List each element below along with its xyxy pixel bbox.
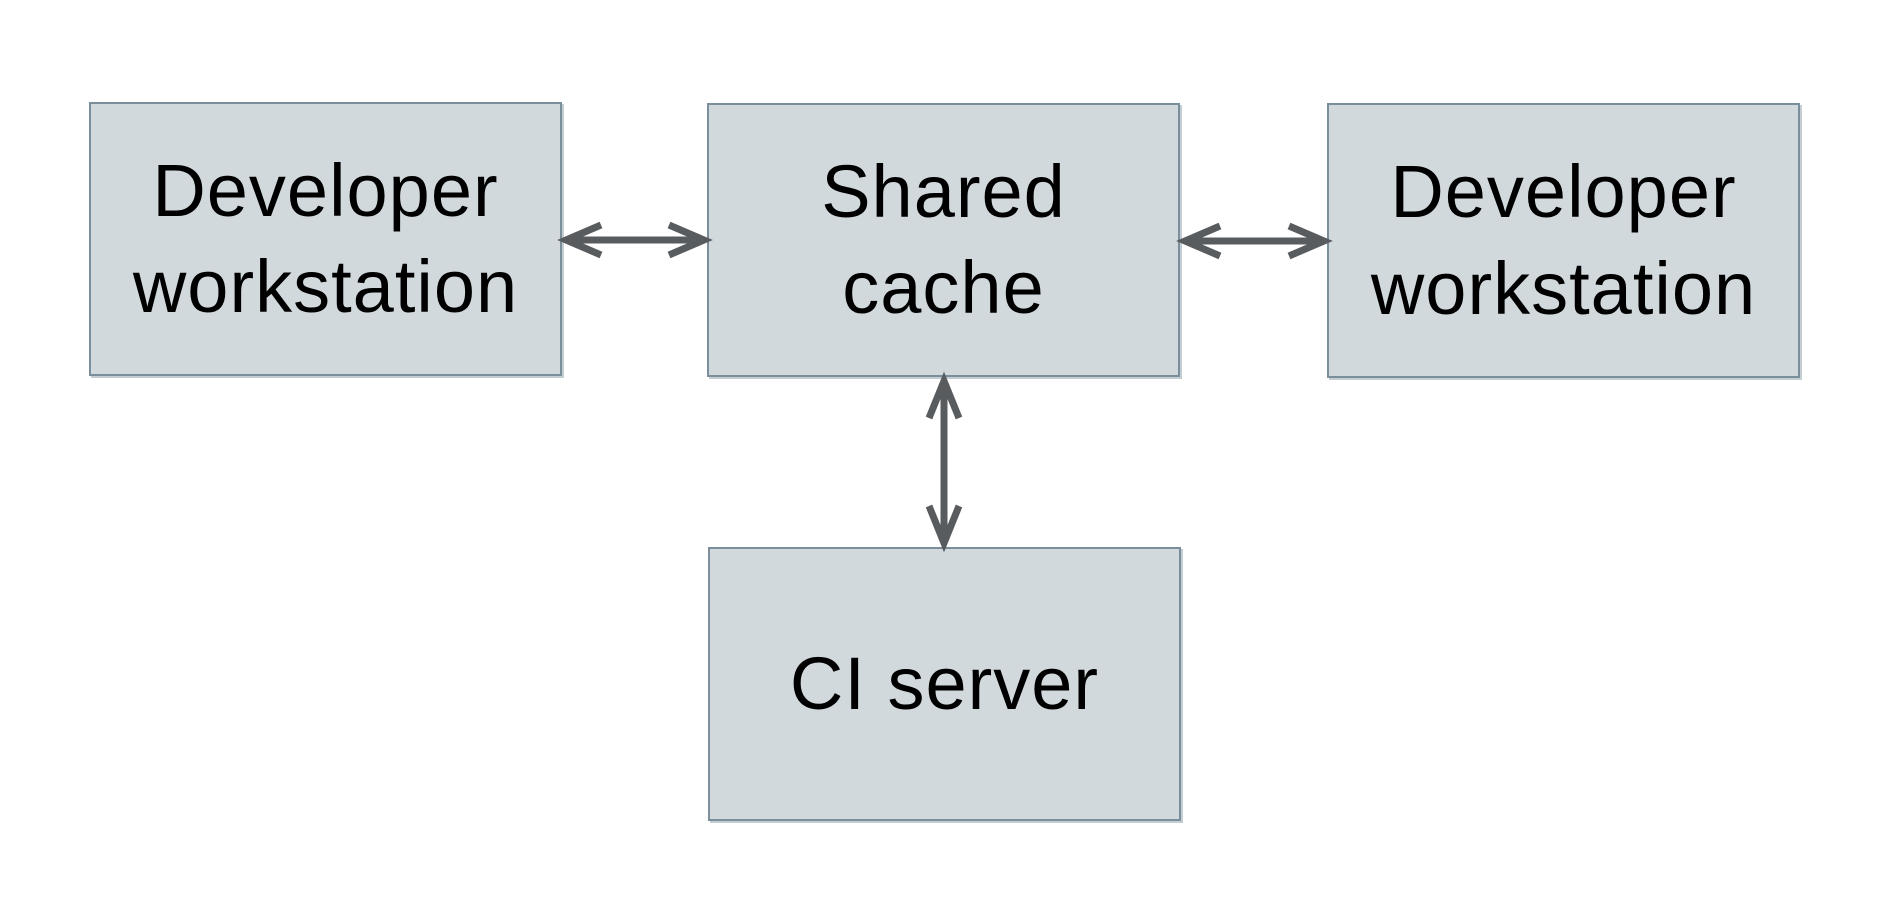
arrow-devleft-cache [557,221,713,259]
node-label: CI server [789,641,1100,725]
arrow-cache-devright [1176,222,1333,260]
node-developer-workstation-left: Developer workstation [89,102,562,376]
node-shared-cache: Shared cache [707,103,1180,377]
node-developer-workstation-right: Developer workstation [1327,103,1800,378]
node-label: Shared cache [821,149,1066,329]
node-ci-server: CI server [708,547,1181,821]
node-label: Developer workstation [132,148,519,328]
arrow-cache-ci [925,371,963,553]
node-label: Developer workstation [1370,150,1757,330]
